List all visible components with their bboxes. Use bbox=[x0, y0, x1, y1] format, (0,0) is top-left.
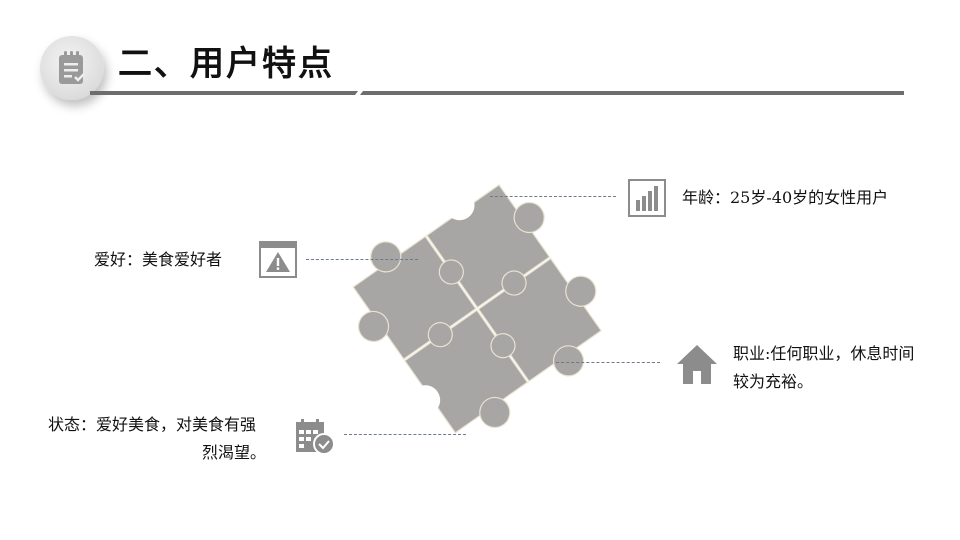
puzzle-graphic bbox=[352, 184, 602, 434]
state-label-line1: 状态：爱好美食，对美食有强 bbox=[48, 415, 257, 434]
house-icon bbox=[677, 345, 717, 384]
notepad-check-icon bbox=[59, 51, 85, 84]
title-badge bbox=[40, 36, 104, 100]
hobby-label: 爱好：美食爱好者 bbox=[94, 250, 223, 269]
calendar-clock-icon bbox=[296, 419, 335, 455]
page-title: 二、用户特点 bbox=[118, 44, 334, 84]
warning-window-icon bbox=[259, 241, 297, 278]
age-label: 年龄：25岁-40岁的女性用户 bbox=[682, 188, 889, 207]
job-label-line2: 较为充裕。 bbox=[733, 372, 814, 391]
bar-chart-icon bbox=[628, 179, 666, 217]
connector-age bbox=[490, 196, 616, 197]
connector-hobby bbox=[306, 259, 418, 260]
connector-state bbox=[344, 434, 466, 435]
connector-job bbox=[556, 362, 660, 363]
title-underline bbox=[90, 91, 904, 95]
state-label-line2: 烈渴望。 bbox=[202, 443, 267, 462]
job-label-line1: 职业:任何职业，休息时间 bbox=[733, 344, 915, 363]
